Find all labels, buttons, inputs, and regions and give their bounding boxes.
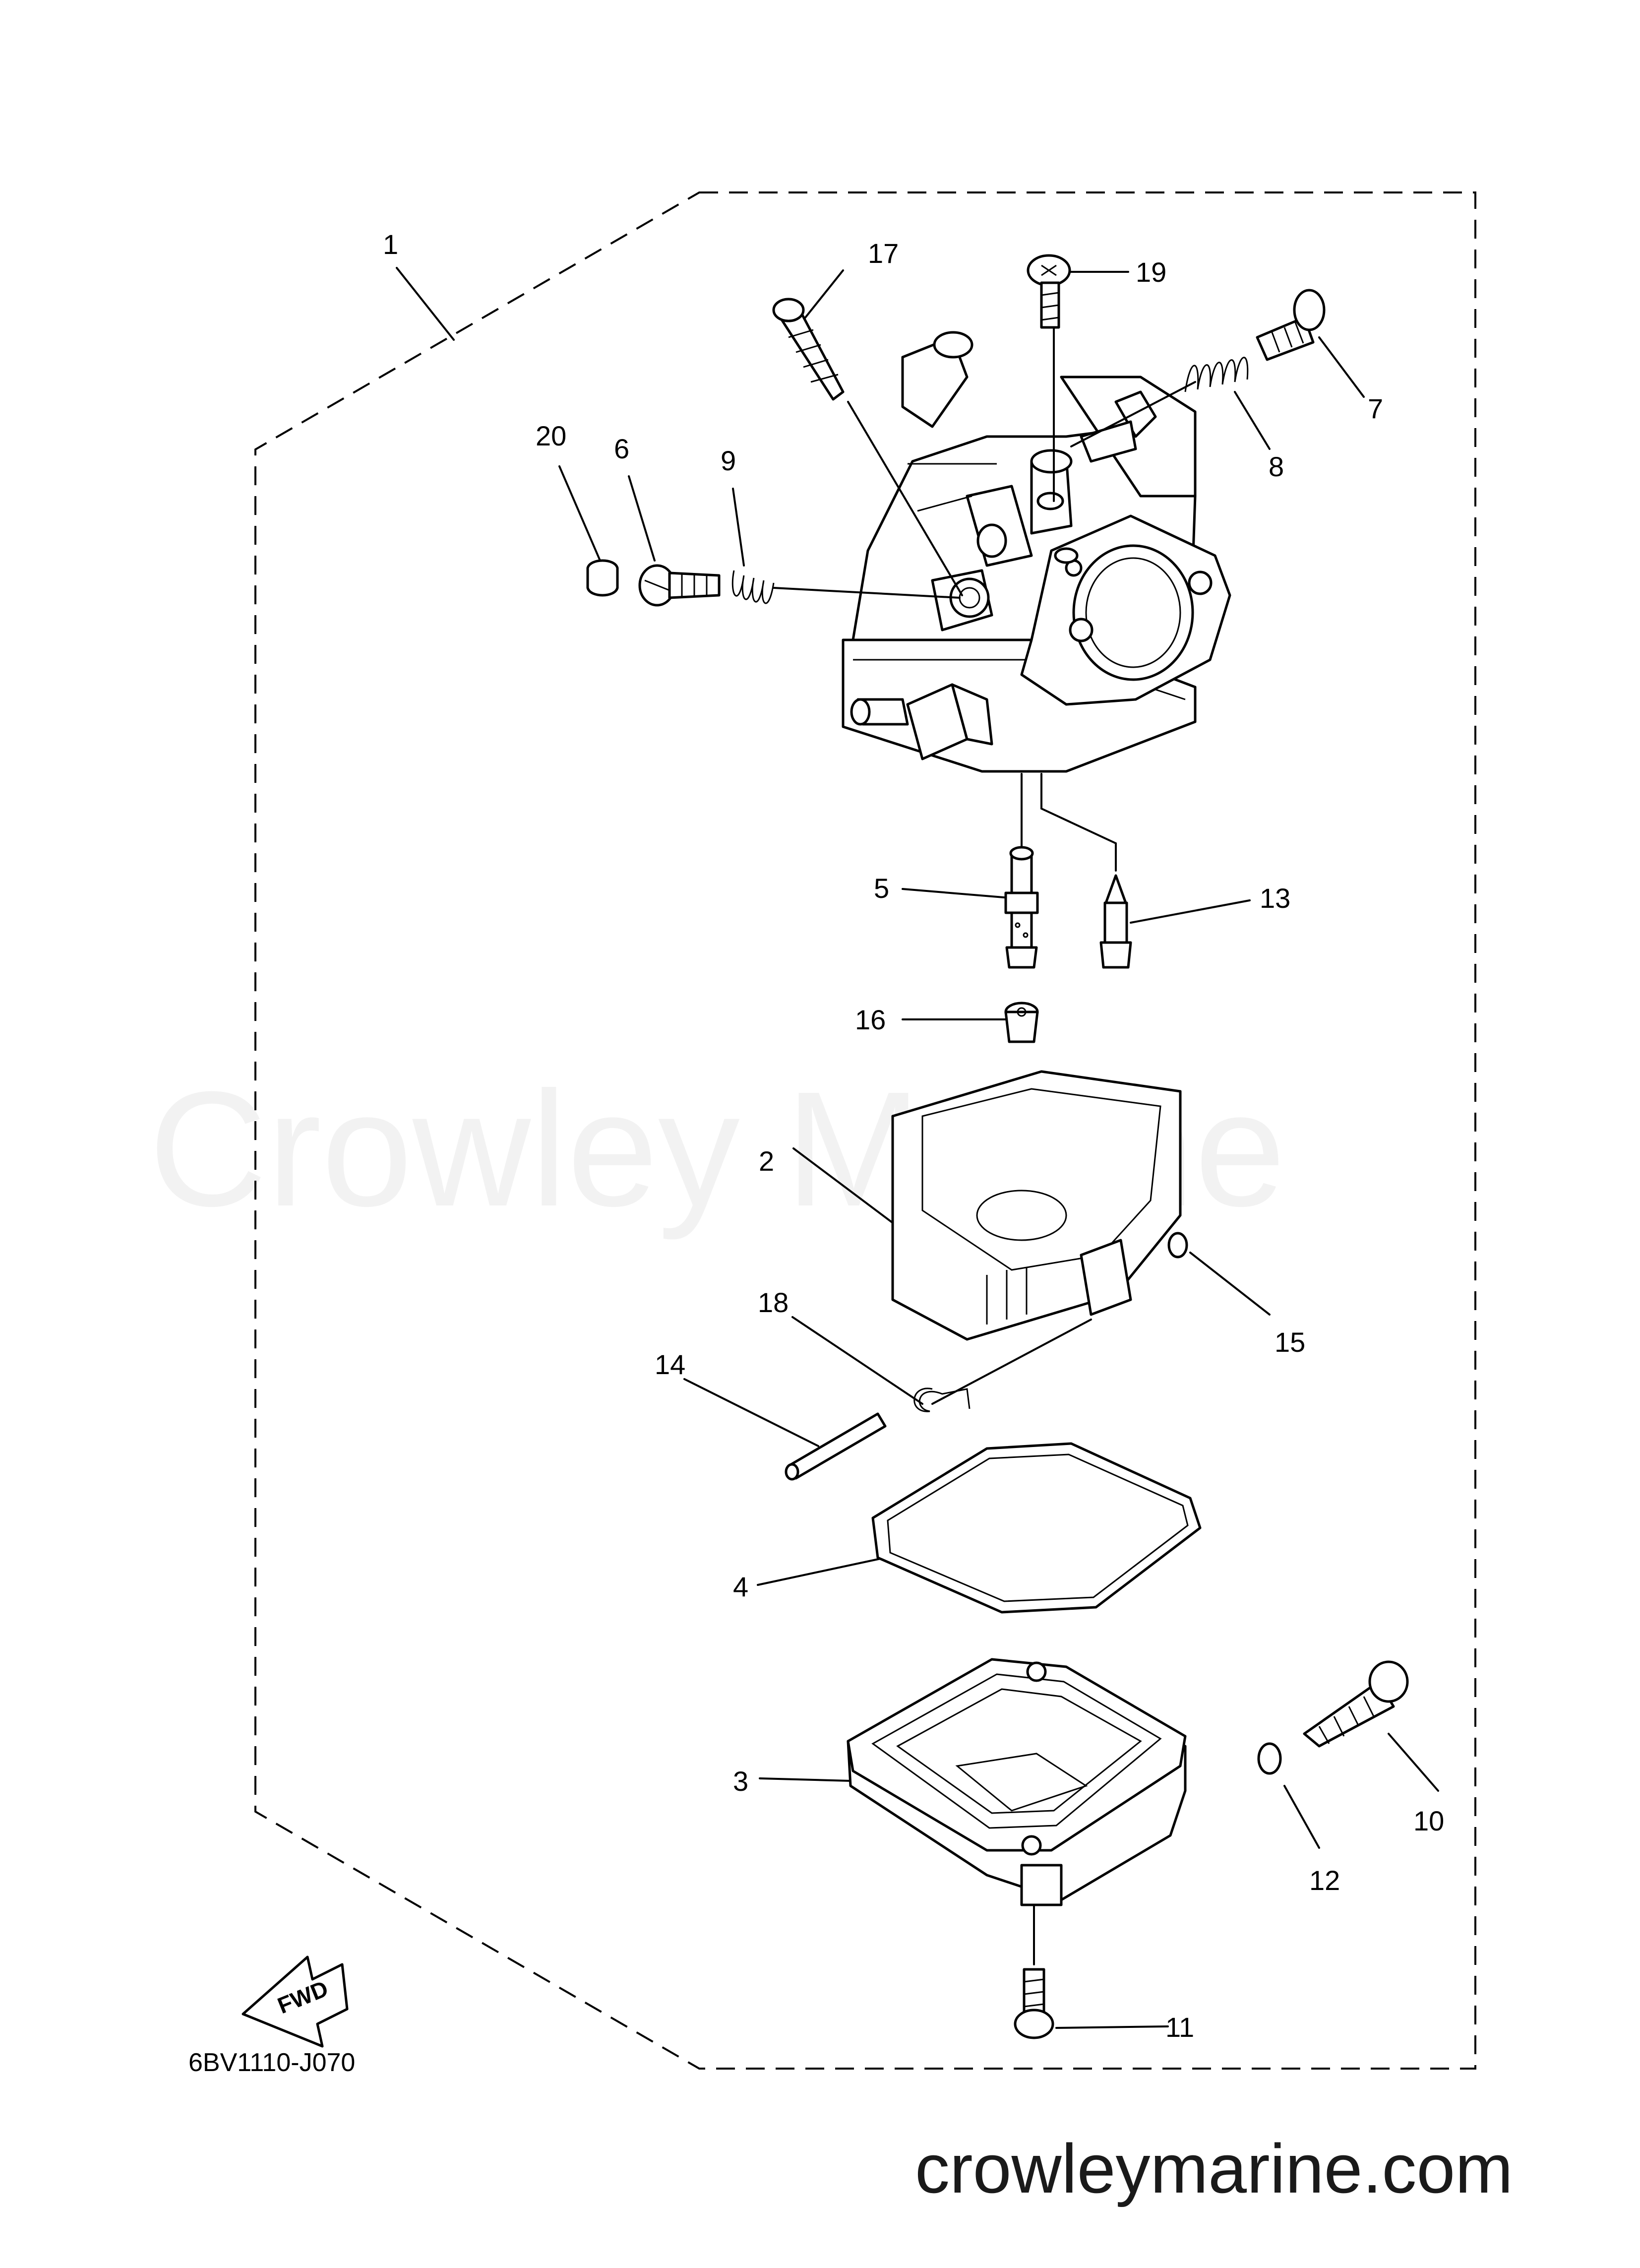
callout-16: 16	[855, 1004, 886, 1035]
part-4-gasket	[871, 1442, 1202, 1614]
part-20-cap	[586, 559, 619, 597]
carburetor-body	[773, 326, 1231, 872]
callout-9: 9	[721, 445, 736, 476]
callout-8: 8	[1269, 451, 1284, 482]
callout-2: 2	[759, 1145, 774, 1177]
callout-1: 1	[383, 229, 398, 260]
part-9-spring	[731, 570, 775, 604]
part-19-screw	[1027, 254, 1071, 329]
callout-20: 20	[536, 420, 566, 451]
callout-5: 5	[874, 873, 889, 904]
callout-13: 13	[1260, 882, 1290, 914]
part-11-screw	[1014, 1904, 1054, 2039]
part-13-needle-valve	[1099, 874, 1132, 969]
part-16-main-jet	[1004, 1002, 1039, 1043]
part-17-pilot-screw	[772, 298, 845, 401]
callout-3: 3	[733, 1765, 748, 1797]
callout-17: 17	[868, 238, 899, 269]
assembly-boundary	[254, 191, 1476, 2070]
part-15-clip	[1167, 1232, 1188, 1259]
part-18-spring-clip	[913, 1319, 1092, 1412]
part-12-o-ring	[1257, 1742, 1282, 1775]
callout-11: 11	[1165, 2012, 1194, 2043]
callout-4: 4	[733, 1571, 748, 1602]
part-8-spring	[1184, 357, 1249, 392]
callout-10: 10	[1413, 1805, 1444, 1836]
part-6-screw	[638, 564, 721, 607]
callout-18: 18	[758, 1287, 789, 1318]
callout-labels: 1 2 3 4 5 6 7 8 9 10 11 12 13 14 15 16 1…	[383, 229, 1444, 2043]
part-2-float	[891, 1070, 1182, 1341]
part-3-float-bowl	[847, 1658, 1187, 1906]
callout-19: 19	[1136, 256, 1166, 288]
leader-lines	[396, 267, 1439, 2029]
callout-6: 6	[614, 433, 629, 464]
site-url[interactable]: crowleymarine.com	[915, 2130, 1513, 2207]
callout-15: 15	[1275, 1326, 1305, 1358]
callout-12: 12	[1309, 1865, 1340, 1896]
callout-14: 14	[655, 1349, 685, 1380]
diagram-code: 6BV1110-J070	[188, 2048, 355, 2077]
callout-7: 7	[1368, 393, 1383, 424]
fwd-arrow-icon: FWD	[242, 1955, 349, 2048]
part-10-drain-screw	[1303, 1660, 1409, 1748]
part-5-main-nozzle	[1004, 846, 1039, 969]
part-7-throttle-stop-screw	[1256, 289, 1326, 361]
part-14-float-pin	[785, 1412, 887, 1481]
